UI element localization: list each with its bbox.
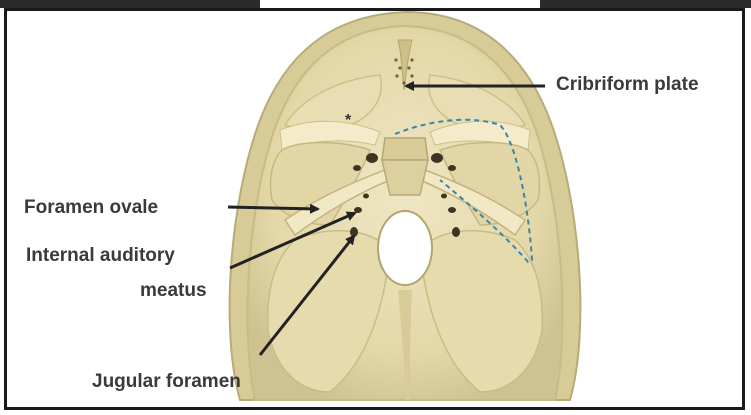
sella-turcica [382, 138, 428, 160]
label-internal-auditory-line2: meatus [140, 280, 207, 302]
asterisk-marker: * [345, 112, 352, 129]
clivus [382, 160, 428, 195]
foramen-magnum [378, 211, 432, 285]
label-cribriform-plate: Cribriform plate [556, 74, 699, 96]
arrow-foramen-ovale [228, 207, 318, 209]
label-jugular-foramen: Jugular foramen [92, 371, 241, 393]
label-foramen-ovale: Foramen ovale [24, 197, 158, 219]
label-internal-auditory-line1: Internal auditory [26, 245, 175, 267]
